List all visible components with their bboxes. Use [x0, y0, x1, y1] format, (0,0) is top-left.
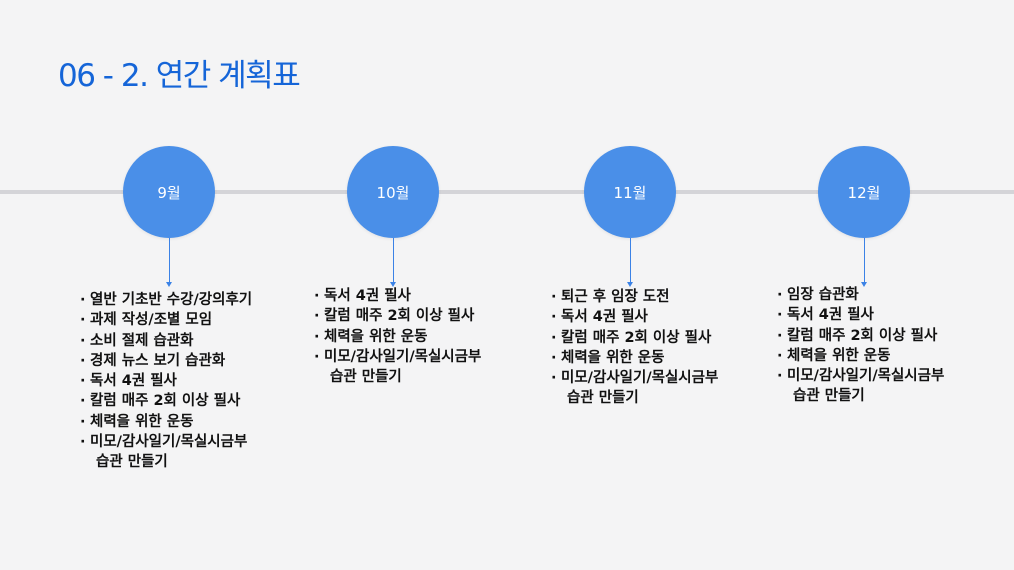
- list-item: ·체력을 위한 운동: [314, 327, 481, 347]
- list-item: ·칼럼 매주 2회 이상 필사: [80, 391, 252, 411]
- bullet: ·: [314, 348, 320, 365]
- item-text: 칼럼 매주 2회 이상 필사: [324, 308, 475, 325]
- item-text: 칼럼 매주 2회 이상 필사: [90, 393, 241, 410]
- connector-nov: [627, 238, 633, 287]
- month-label: 10월: [376, 183, 410, 202]
- list-item: ·소비 절제 습관화: [80, 331, 252, 351]
- item-text: 독서 4권 필사: [787, 307, 874, 324]
- list-item: ·체력을 위한 운동: [551, 348, 718, 368]
- item-text: 퇴근 후 임장 도전: [561, 289, 670, 305]
- bullet: ·: [314, 308, 320, 325]
- list-item: ·독서 4권 필사: [80, 371, 252, 391]
- bullet: ·: [551, 349, 557, 366]
- bullet: ·: [777, 368, 783, 385]
- timeline-line: [0, 190, 1014, 194]
- bullet: ·: [80, 332, 86, 349]
- connector-oct: [390, 238, 396, 287]
- item-text-continued: 습관 만들기: [567, 390, 639, 407]
- list-item: ·칼럼 매주 2회 이상 필사: [551, 328, 718, 348]
- page-title: 06 - 2. 연간 계획표: [58, 58, 301, 94]
- list-item: ·독서 4권 필사: [314, 286, 481, 306]
- list-item: ·칼럼 매주 2회 이상 필사: [777, 326, 944, 346]
- month-label: 11월: [613, 183, 647, 202]
- month-list-oct: ·독서 4권 필사 ·칼럼 매주 2회 이상 필사 ·체력을 위한 운동 ·미모…: [314, 286, 481, 387]
- bullet: ·: [80, 352, 86, 369]
- item-text: 칼럼 매주 2회 이상 필사: [561, 329, 712, 346]
- bullet: ·: [80, 292, 86, 308]
- list-item: ·퇴근 후 임장 도전: [551, 287, 718, 307]
- item-text: 체력을 위한 운동: [787, 347, 891, 364]
- connector-dec: [861, 238, 867, 287]
- bullet: ·: [777, 287, 783, 303]
- bullet: ·: [80, 434, 86, 451]
- item-text: 미모/감사일기/목실시금부: [324, 348, 482, 365]
- month-list-nov: ·퇴근 후 임장 도전 ·독서 4권 필사 ·칼럼 매주 2회 이상 필사 ·체…: [551, 287, 718, 409]
- month-list-sep: ·열반 기초반 수강/강의후기 ·과제 작성/조별 모임 ·소비 절제 습관화 …: [80, 290, 252, 473]
- list-item: ·체력을 위한 운동: [80, 412, 252, 432]
- bullet: ·: [80, 393, 86, 410]
- month-node-oct: 10월: [347, 146, 439, 238]
- list-item: ·독서 4권 필사: [551, 307, 718, 327]
- item-text: 임장 습관화: [787, 287, 859, 303]
- month-node-nov: 11월: [584, 146, 676, 238]
- item-text: 소비 절제 습관화: [90, 332, 194, 349]
- item-text: 미모/감사일기/목실시금부: [561, 370, 719, 387]
- bullet: ·: [777, 327, 783, 344]
- bullet: ·: [80, 312, 86, 329]
- list-item: ·열반 기초반 수강/강의후기: [80, 290, 252, 310]
- item-text: 독서 4권 필사: [90, 373, 177, 390]
- list-item: ·임장 습관화: [777, 285, 944, 305]
- bullet: ·: [80, 413, 86, 430]
- list-item: ·경제 뉴스 보기 습관화: [80, 351, 252, 371]
- item-text-continued: 습관 만들기: [96, 454, 168, 471]
- bullet: ·: [551, 329, 557, 346]
- bullet: ·: [777, 307, 783, 324]
- month-list-dec: ·임장 습관화 ·독서 4권 필사 ·칼럼 매주 2회 이상 필사 ·체력을 위…: [777, 285, 944, 407]
- item-text: 독서 4권 필사: [324, 288, 411, 304]
- bullet: ·: [314, 288, 320, 304]
- list-item: ·체력을 위한 운동: [777, 346, 944, 366]
- item-text: 체력을 위한 운동: [561, 349, 665, 366]
- item-text: 미모/감사일기/목실시금부: [90, 434, 248, 451]
- bullet: ·: [314, 328, 320, 345]
- list-item: ·독서 4권 필사: [777, 305, 944, 325]
- item-text: 독서 4권 필사: [561, 309, 648, 326]
- item-text: 미모/감사일기/목실시금부: [787, 368, 945, 385]
- item-text: 과제 작성/조별 모임: [90, 312, 213, 329]
- bullet: ·: [551, 289, 557, 305]
- item-text: 경제 뉴스 보기 습관화: [90, 352, 226, 369]
- month-label: 12월: [847, 183, 881, 202]
- item-text-continued: 습관 만들기: [793, 388, 865, 405]
- month-node-dec: 12월: [818, 146, 910, 238]
- month-node-sep: 9월: [123, 146, 215, 238]
- list-item: ·과제 작성/조별 모임: [80, 310, 252, 330]
- item-text: 체력을 위한 운동: [324, 328, 428, 345]
- item-text: 칼럼 매주 2회 이상 필사: [787, 327, 938, 344]
- bullet: ·: [551, 370, 557, 387]
- item-text-continued: 습관 만들기: [330, 369, 402, 386]
- bullet: ·: [80, 373, 86, 390]
- bullet: ·: [777, 347, 783, 364]
- connector-sep: [166, 238, 172, 287]
- item-text: 열반 기초반 수강/강의후기: [90, 292, 253, 308]
- month-label: 9월: [157, 183, 181, 202]
- item-text: 체력을 위한 운동: [90, 413, 194, 430]
- bullet: ·: [551, 309, 557, 326]
- list-item: ·칼럼 매주 2회 이상 필사: [314, 306, 481, 326]
